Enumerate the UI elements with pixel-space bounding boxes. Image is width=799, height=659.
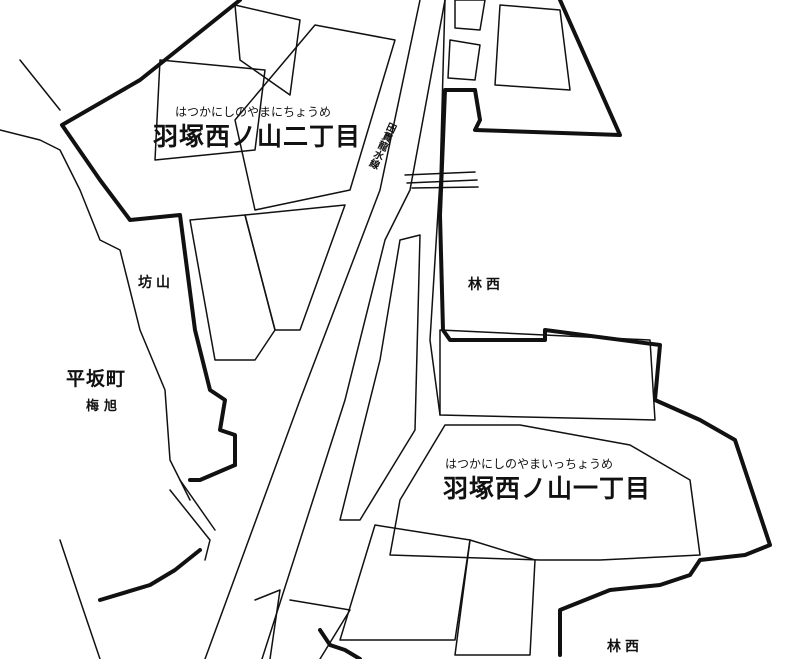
block-west-strip	[189, 214, 276, 361]
diagonal-road-east-edge	[261, 0, 446, 659]
label-hirasaka: 平坂町	[66, 368, 127, 390]
east-road-edge	[429, 0, 446, 416]
block-ne-b	[447, 39, 481, 81]
block-sw-a	[254, 589, 281, 659]
boundary-east	[438, 88, 772, 657]
label-hayashinishi-upper: 林西	[468, 277, 504, 293]
label-umeasahi: 梅旭	[86, 399, 123, 414]
block-east-mid	[439, 329, 656, 421]
label-nishinoyama-2: 羽塚西ノ山二丁目	[153, 122, 362, 151]
block-north	[234, 4, 301, 96]
creek-line-b	[19, 59, 61, 111]
block-east-central	[339, 234, 421, 521]
label-nishinoyama-2-ruby: はつかにしのやまにちょうめ	[175, 105, 332, 119]
label-nishinoyama-1-ruby: はつかにしのやまいっちょうめ	[445, 457, 614, 471]
block-mid	[244, 204, 346, 331]
boundary-sw	[188, 463, 237, 482]
creek-line-d	[179, 479, 216, 531]
boundary-south-west	[98, 548, 202, 602]
block-ne-small	[454, 0, 486, 31]
road-sw-a	[59, 539, 101, 659]
canal-line-c	[411, 186, 479, 189]
label-bouyama: 坊山	[138, 275, 174, 291]
label-nishinoyama-1: 羽塚西ノ山一丁目	[443, 474, 652, 503]
block-lower-a	[339, 524, 471, 641]
label-hayashinishi-lower: 林西	[607, 639, 643, 655]
block-lower-b	[454, 539, 536, 656]
block-central-west	[234, 24, 396, 211]
creek-line-c	[169, 489, 211, 561]
creek-line	[0, 129, 191, 501]
block-nw-small	[154, 59, 266, 161]
boundary-nishinoyama-2	[60, 0, 242, 467]
diagonal-road-west-edge	[204, 0, 421, 659]
boundary-south-mid	[318, 628, 362, 659]
block-ne	[494, 4, 571, 91]
boundary-ne	[473, 0, 622, 137]
